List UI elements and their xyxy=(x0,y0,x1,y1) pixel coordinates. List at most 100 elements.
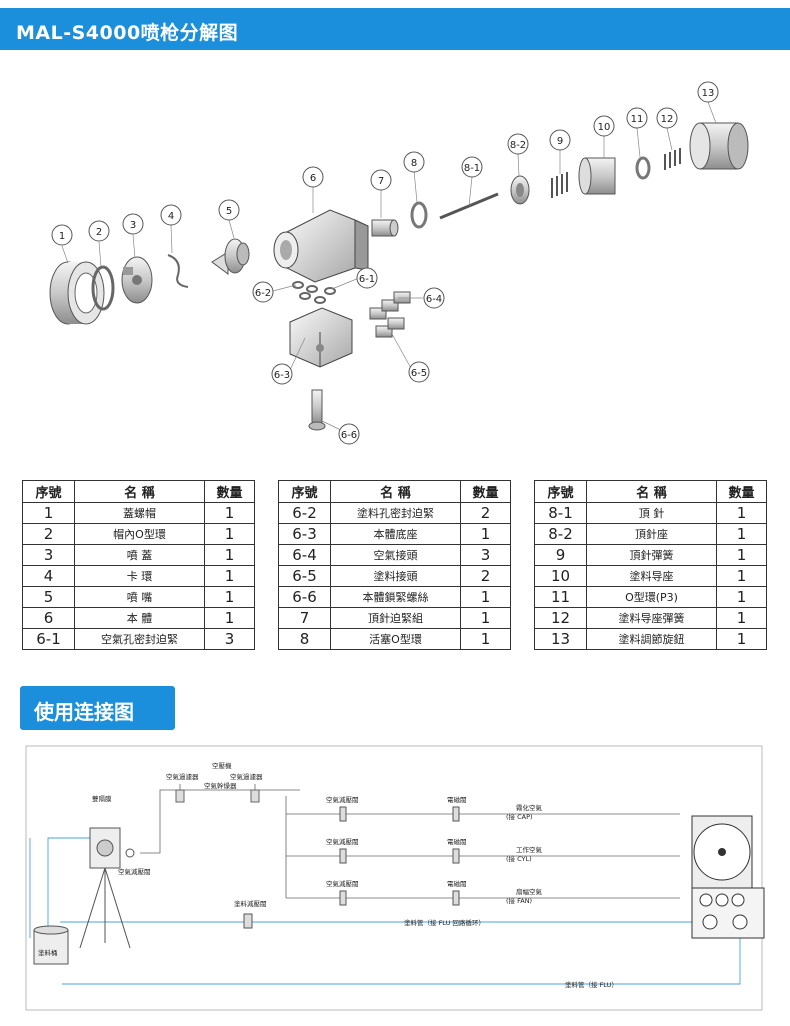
part-air-cap xyxy=(121,256,153,304)
section-connection-header: 使用连接图 xyxy=(20,686,175,730)
label-paint-pipe: 塗料管（接 FLU） xyxy=(565,980,618,989)
svg-text:6-6: 6-6 xyxy=(341,430,357,441)
callout-6-5: 6-5 xyxy=(408,361,430,383)
label-diaphragm: 雙隔膜 xyxy=(92,794,112,803)
part-oring-p3 xyxy=(635,156,651,180)
air-reg-2-icon xyxy=(339,848,347,864)
svg-text:6-3: 6-3 xyxy=(274,370,290,381)
label-air-reg-2: 空氣減壓閥 xyxy=(326,837,359,846)
callout-11: 11 xyxy=(626,107,648,129)
label-air-regulator-main: 空氣減壓閥 xyxy=(118,867,151,876)
part-needle-spring xyxy=(551,172,568,198)
label-paint-regulator: 塗料減壓閥 xyxy=(234,899,267,908)
callout-6: 6 xyxy=(302,166,324,188)
label-atomize-port: (接 CAP) xyxy=(506,812,533,821)
spray-gun-icon xyxy=(691,815,765,939)
label-fan-port: (接 FAN) xyxy=(506,896,532,905)
col-header-qty: 數量 xyxy=(204,480,255,503)
air-filter-2-icon xyxy=(250,789,260,803)
label-air-filter-2: 空氣過濾器 xyxy=(230,772,263,781)
air-lines xyxy=(140,784,680,899)
label-air-dryer: 空氣幹燥器 xyxy=(204,781,237,790)
part-needle-seat xyxy=(510,175,530,205)
callout-12: 12 xyxy=(656,107,678,129)
svg-text:8: 8 xyxy=(411,158,417,169)
svg-text:5: 5 xyxy=(226,206,232,217)
callout-13: 13 xyxy=(697,81,719,103)
exploded-diagram: 1 2 3 4 5 6 6-1 6-2 6-3 6-4 6-5 6-6 7 8 … xyxy=(49,81,749,445)
callout-6-6: 6-6 xyxy=(338,423,360,445)
part-nozzle xyxy=(211,238,250,275)
header-bar: MAL-S4000喷枪分解图 xyxy=(0,8,790,50)
col-header-name: 名 稱 xyxy=(586,480,717,503)
callout-2: 2 xyxy=(88,220,110,242)
air-filter-1-icon xyxy=(175,789,185,803)
part-seals xyxy=(292,281,336,304)
callout-3: 3 xyxy=(122,213,144,235)
svg-text:13: 13 xyxy=(702,88,715,99)
part-adjust-knob xyxy=(689,122,749,170)
part-needle-packing xyxy=(371,219,399,237)
col-header-no: 序號 xyxy=(534,480,587,503)
part-guide-spring xyxy=(664,148,681,170)
label-solenoid-2: 電磁閥 xyxy=(447,837,467,846)
label-solenoid-3: 電磁閥 xyxy=(447,879,467,888)
label-air-reg-1: 空氣減壓閥 xyxy=(326,795,359,804)
callout-4: 4 xyxy=(160,204,182,226)
air-reg-1-icon xyxy=(339,806,347,822)
svg-text:8-2: 8-2 xyxy=(510,140,526,151)
callout-6-4: 6-4 xyxy=(423,287,445,309)
air-reg-3-icon xyxy=(339,890,347,906)
callout-6-1: 6-1 xyxy=(356,267,378,289)
callout-6-2: 6-2 xyxy=(252,281,274,303)
leader-lines xyxy=(61,101,717,434)
paint-tank-icon xyxy=(33,925,69,965)
svg-text:1: 1 xyxy=(59,231,65,242)
svg-text:6: 6 xyxy=(310,173,316,184)
svg-text:6-4: 6-4 xyxy=(426,294,442,305)
callout-8: 8 xyxy=(403,151,425,173)
label-work-port: (接 CYL) xyxy=(506,854,532,863)
col-header-name: 名 稱 xyxy=(330,480,461,503)
callout-5: 5 xyxy=(218,199,240,221)
label-atomize-air: 霧化空氣 xyxy=(516,803,543,812)
svg-text:6-1: 6-1 xyxy=(359,274,375,285)
callout-8-2: 8-2 xyxy=(507,133,529,155)
col-header-no: 序號 xyxy=(22,480,75,503)
part-fittings xyxy=(369,291,411,338)
col-header-name: 名 稱 xyxy=(74,480,205,503)
label-paint-tank: 塗料桶 xyxy=(38,948,58,957)
label-paint-return: 塗料管（接 FLU 回路循环） xyxy=(404,918,485,927)
part-body xyxy=(273,209,369,283)
diaphragm-pump-icon xyxy=(79,827,131,949)
svg-text:10: 10 xyxy=(598,122,611,133)
label-work-air: 工作空氣 xyxy=(516,845,543,854)
solenoid-3-icon xyxy=(452,890,460,906)
svg-text:3: 3 xyxy=(130,220,136,231)
callout-8-1: 8-1 xyxy=(461,156,483,178)
connection-diagram: 空壓機 空氣過濾器 空氣過濾器 空氣幹燥器 雙隔膜 空氣減壓閥 塗料桶 空氣減壓… xyxy=(25,745,765,1011)
col-header-qty: 數量 xyxy=(460,480,511,503)
label-fan-air: 扇幅空氣 xyxy=(516,887,543,896)
label-solenoid-1: 電磁閥 xyxy=(447,795,467,804)
col-header-no: 序號 xyxy=(278,480,331,503)
svg-text:9: 9 xyxy=(557,136,563,147)
diagram-frame xyxy=(25,745,763,1011)
section-connection-title: 使用连接图 xyxy=(34,700,134,724)
